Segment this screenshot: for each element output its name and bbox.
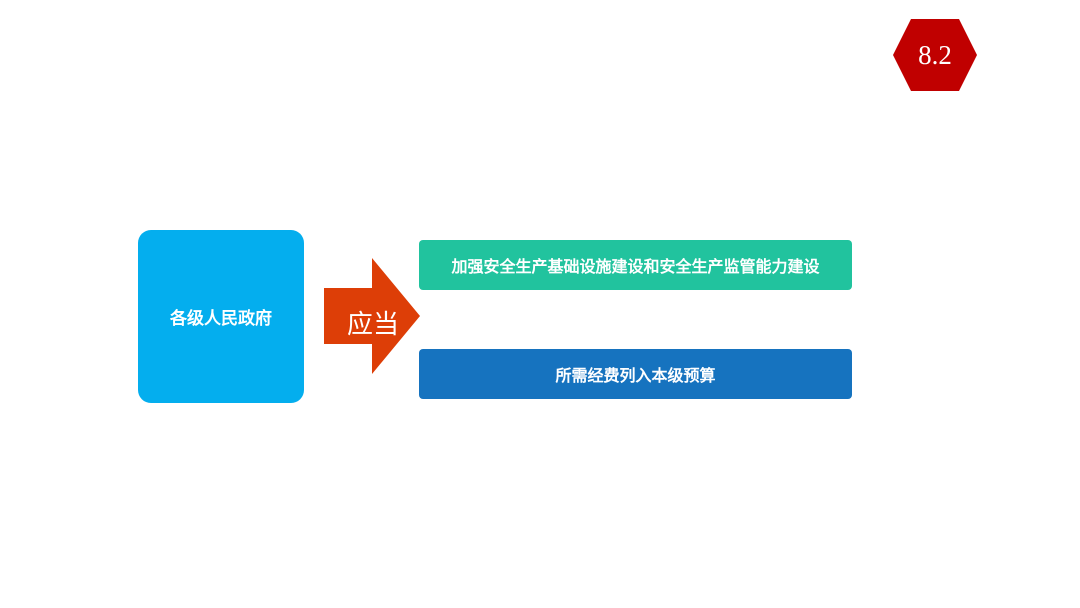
section-number: 8.2	[918, 39, 952, 70]
requirement-text: 所需经费列入本级预算	[555, 366, 716, 385]
requirement-bar-budget: 所需经费列入本级预算	[419, 349, 852, 399]
requirement-text: 加强安全生产基础设施建设和安全生产监管能力建设	[451, 257, 820, 276]
right-arrow-shape	[324, 258, 420, 374]
arrow-label: 应当	[347, 309, 400, 340]
section-number-badge: 8.2	[893, 19, 977, 91]
requirement-bar-infrastructure: 加强安全生产基础设施建设和安全生产监管能力建设	[419, 240, 852, 290]
arrow-icon	[324, 258, 420, 374]
government-box: 各级人民政府	[138, 230, 304, 403]
hexagon-shape	[893, 19, 977, 91]
government-label: 各级人民政府	[170, 309, 272, 329]
